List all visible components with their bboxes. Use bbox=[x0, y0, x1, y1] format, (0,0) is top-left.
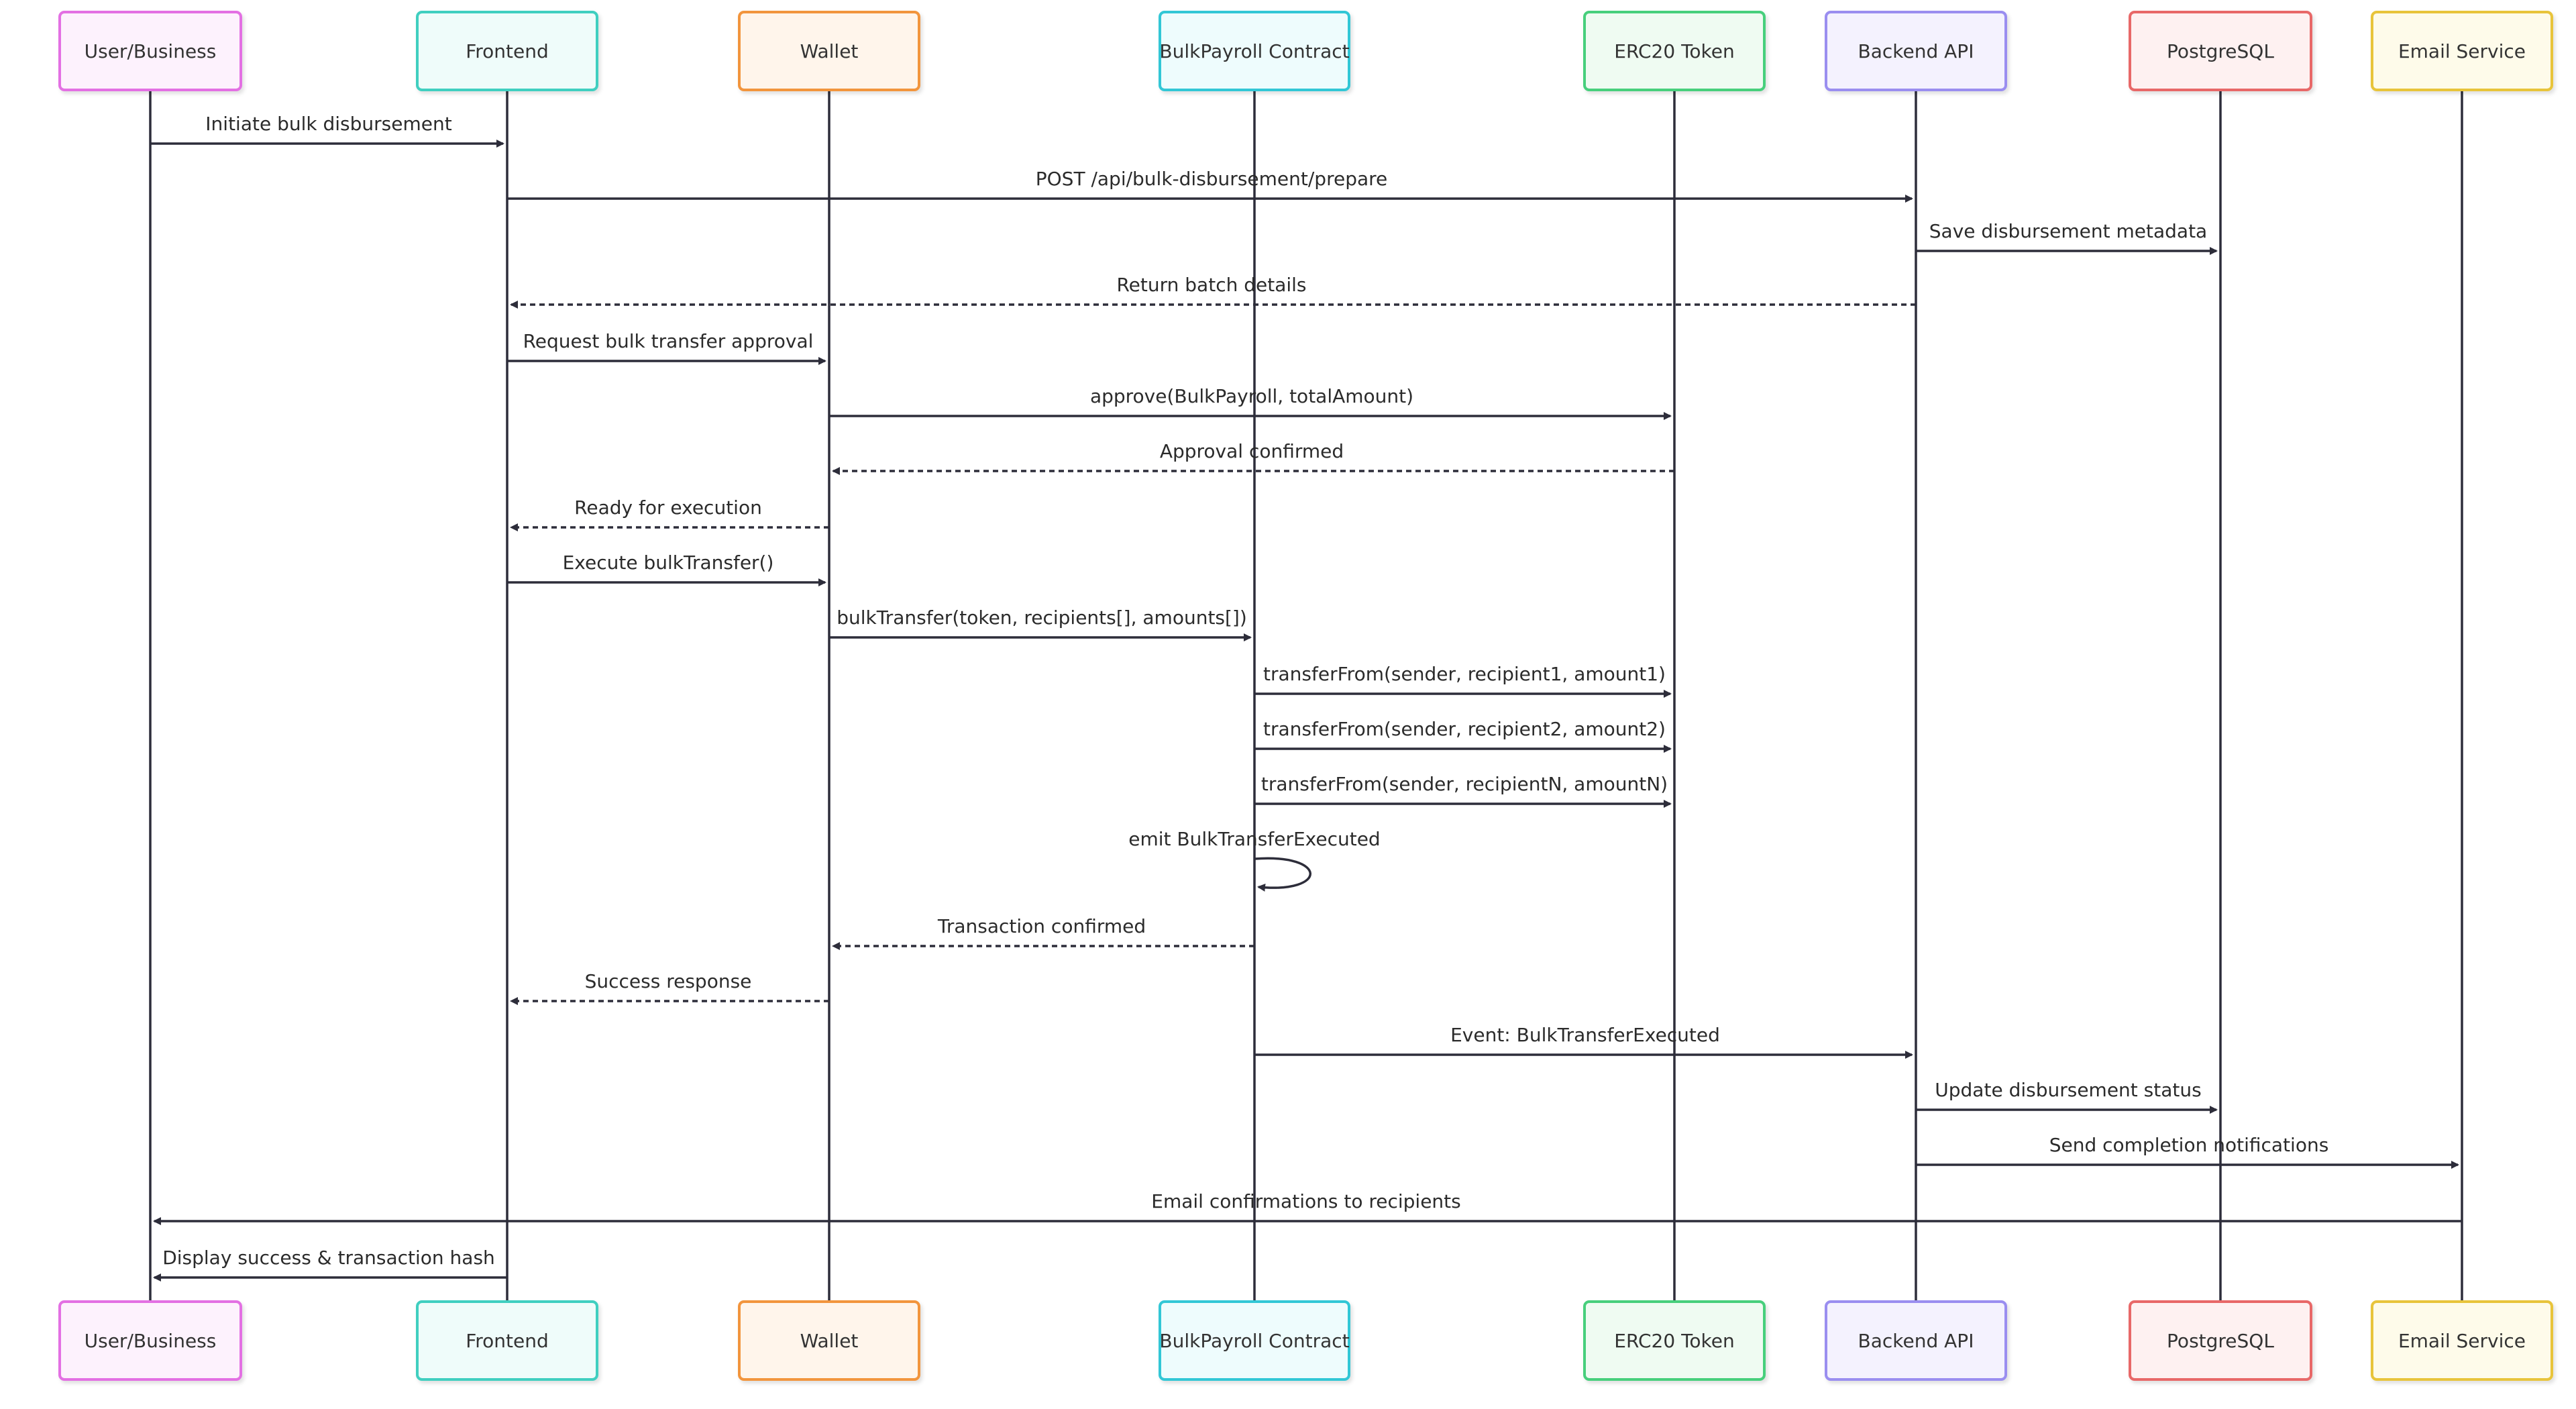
participant-box bbox=[1825, 11, 2007, 91]
participant-label: Wallet bbox=[800, 40, 859, 62]
participant-label: User/Business bbox=[85, 40, 217, 62]
participant-label: ERC20 Token bbox=[1614, 1330, 1735, 1352]
participant-label: Email Service bbox=[2398, 40, 2526, 62]
message-label: Email confirmations to recipients bbox=[1151, 1190, 1460, 1212]
message-3: Save disbursement metadata bbox=[1916, 220, 2218, 255]
participant-label: PostgreSQL bbox=[2167, 40, 2274, 62]
message-5: Request bulk transfer approval bbox=[507, 330, 826, 365]
participant-box bbox=[738, 1300, 920, 1381]
participant-box bbox=[2129, 11, 2312, 91]
message-arrow bbox=[1254, 857, 1311, 892]
message-4: Return batch details bbox=[510, 274, 1916, 309]
message-label: Ready for execution bbox=[574, 497, 762, 519]
message-21: Display success & transaction hash bbox=[153, 1247, 507, 1282]
participant-box bbox=[416, 1300, 598, 1381]
message-17: Event: BulkTransferExecuted bbox=[1254, 1024, 1913, 1059]
participant-box bbox=[58, 1300, 242, 1381]
message-label: Approval confirmed bbox=[1160, 440, 1344, 462]
participant-label: Email Service bbox=[2398, 1330, 2526, 1352]
participant-label: Backend API bbox=[1858, 40, 1974, 62]
message-label: transferFrom(sender, recipientN, amountN… bbox=[1261, 773, 1668, 795]
participant-email-top: Email Service bbox=[2371, 11, 2553, 91]
message-label: Execute bulkTransfer() bbox=[563, 552, 774, 574]
participant-label: BulkPayroll Contract bbox=[1159, 40, 1349, 62]
participant-wallet-bottom: Wallet bbox=[738, 1300, 920, 1381]
message-13: transferFrom(sender, recipientN, amountN… bbox=[1254, 773, 1672, 808]
participant-label: BulkPayroll Contract bbox=[1159, 1330, 1349, 1352]
message-7: Approval confirmed bbox=[832, 440, 1674, 475]
participant-box bbox=[416, 11, 598, 91]
message-label: bulkTransfer(token, recipients[], amount… bbox=[837, 607, 1247, 629]
participant-box bbox=[2129, 1300, 2312, 1381]
participant-boxes: User/BusinessUser/BusinessFrontendFronte… bbox=[58, 11, 2553, 1381]
participant-pg-top: PostgreSQL bbox=[2129, 11, 2312, 91]
message-8: Ready for execution bbox=[510, 497, 829, 531]
participant-bulk-bottom: BulkPayroll Contract bbox=[1159, 1300, 1350, 1381]
message-11: transferFrom(sender, recipient1, amount1… bbox=[1254, 663, 1672, 698]
message-label: transferFrom(sender, recipient1, amount1… bbox=[1263, 663, 1666, 685]
message-16: Success response bbox=[510, 970, 829, 1005]
participant-label: User/Business bbox=[85, 1330, 217, 1352]
message-label: transferFrom(sender, recipient2, amount2… bbox=[1263, 718, 1666, 740]
message-1: Initiate bulk disbursement bbox=[150, 113, 504, 148]
message-label: Success response bbox=[585, 970, 752, 992]
participant-erc20-top: ERC20 Token bbox=[1583, 11, 1766, 91]
participant-label: Backend API bbox=[1858, 1330, 1974, 1352]
message-label: Display success & transaction hash bbox=[162, 1247, 495, 1269]
message-19: Send completion notifications bbox=[1916, 1134, 2459, 1169]
message-12: transferFrom(sender, recipient2, amount2… bbox=[1254, 718, 1672, 753]
participant-label: Frontend bbox=[466, 1330, 549, 1352]
participant-pg-bottom: PostgreSQL bbox=[2129, 1300, 2312, 1381]
participant-label: Wallet bbox=[800, 1330, 859, 1352]
message-label: Send completion notifications bbox=[2049, 1134, 2329, 1156]
participant-box bbox=[1583, 11, 1766, 91]
participant-erc20-bottom: ERC20 Token bbox=[1583, 1300, 1766, 1381]
participant-box bbox=[1159, 1300, 1350, 1381]
message-18: Update disbursement status bbox=[1916, 1079, 2218, 1114]
message-label: emit BulkTransferExecuted bbox=[1128, 828, 1380, 850]
participant-label: ERC20 Token bbox=[1614, 40, 1735, 62]
message-label: Request bulk transfer approval bbox=[523, 330, 814, 352]
participant-box bbox=[2371, 11, 2553, 91]
message-6: approve(BulkPayroll, totalAmount) bbox=[829, 385, 1672, 420]
message-label: Initiate bulk disbursement bbox=[205, 113, 451, 135]
participant-fe-top: Frontend bbox=[416, 11, 598, 91]
participant-fe-bottom: Frontend bbox=[416, 1300, 598, 1381]
participant-box bbox=[738, 11, 920, 91]
participant-box bbox=[1583, 1300, 1766, 1381]
message-label: Event: BulkTransferExecuted bbox=[1450, 1024, 1720, 1046]
message-label: Update disbursement status bbox=[1935, 1079, 2201, 1101]
message-15: Transaction confirmed bbox=[832, 915, 1254, 950]
message-9: Execute bulkTransfer() bbox=[507, 552, 826, 586]
participant-box bbox=[1159, 11, 1350, 91]
participant-api-top: Backend API bbox=[1825, 11, 2007, 91]
message-label: POST /api/bulk-disbursement/prepare bbox=[1036, 168, 1388, 190]
participant-box bbox=[1825, 1300, 2007, 1381]
participant-box bbox=[2371, 1300, 2553, 1381]
message-label: Save disbursement metadata bbox=[1929, 220, 2207, 242]
message-20: Email confirmations to recipients bbox=[153, 1190, 2462, 1225]
participant-user-bottom: User/Business bbox=[58, 1300, 242, 1381]
message-10: bulkTransfer(token, recipients[], amount… bbox=[829, 607, 1252, 641]
participant-label: PostgreSQL bbox=[2167, 1330, 2274, 1352]
lifelines bbox=[149, 90, 2463, 1302]
participant-email-bottom: Email Service bbox=[2371, 1300, 2553, 1381]
message-label: approve(BulkPayroll, totalAmount) bbox=[1090, 385, 1413, 407]
participant-api-bottom: Backend API bbox=[1825, 1300, 2007, 1381]
message-2: POST /api/bulk-disbursement/prepare bbox=[507, 168, 1913, 203]
participant-bulk-top: BulkPayroll Contract bbox=[1159, 11, 1350, 91]
participant-wallet-top: Wallet bbox=[738, 11, 920, 91]
message-14: emit BulkTransferExecuted bbox=[1128, 828, 1381, 892]
participant-user-top: User/Business bbox=[58, 11, 242, 91]
message-label: Return batch details bbox=[1116, 274, 1306, 296]
message-label: Transaction confirmed bbox=[937, 915, 1146, 937]
participant-label: Frontend bbox=[466, 40, 549, 62]
participant-box bbox=[58, 11, 242, 91]
